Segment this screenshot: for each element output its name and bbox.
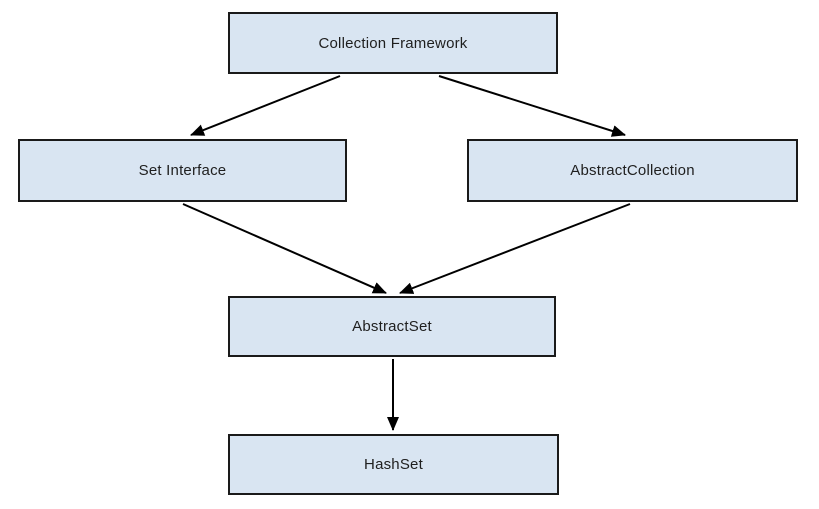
node-collection-framework-label: Collection Framework: [318, 34, 468, 52]
node-abstract-collection: AbstractCollection: [467, 139, 798, 202]
node-abstract-set-label: AbstractSet: [352, 318, 432, 335]
node-set-interface: Set Interface: [18, 139, 347, 202]
node-collection-framework: Collection Framework: [228, 12, 558, 74]
edge-collection-framework-to-abstract-collection: [438, 75, 626, 137]
edge-collection-framework-to-set-interface: [190, 75, 341, 136]
node-abstract-collection-label: AbstractCollection: [570, 162, 695, 179]
node-abstract-set: AbstractSet: [228, 296, 556, 357]
node-hash-set: HashSet: [228, 434, 559, 495]
edge-abstract-collection-to-abstract-set: [399, 203, 631, 294]
edge-set-interface-to-abstract-set: [182, 203, 387, 294]
node-hash-set-label: HashSet: [364, 456, 423, 473]
node-set-interface-label: Set Interface: [138, 162, 227, 179]
